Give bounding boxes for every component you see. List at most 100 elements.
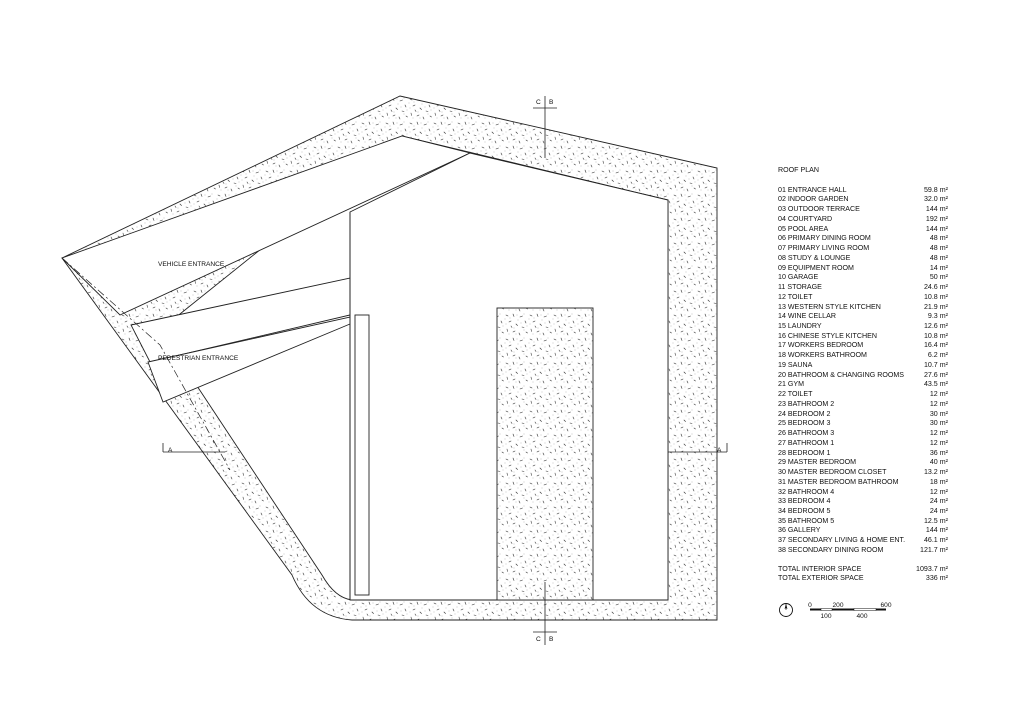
legend-row-name: 32 BATHROOM 4 <box>778 487 835 496</box>
legend-row-area: 6.2 m² <box>927 351 948 360</box>
scale-label-600: 600 <box>880 602 891 609</box>
legend-row-area: 24 m² <box>929 497 948 506</box>
legend-row-name: 23 BATHROOM 2 <box>778 399 835 408</box>
legend-row-name: 17 WORKERS BEDROOM <box>778 341 864 350</box>
legend-row-name: 11 STORAGE <box>778 283 822 292</box>
legend-row-area: 24 m² <box>929 506 948 515</box>
legend-row: 11 STORAGE 24.6 m² <box>778 283 948 293</box>
legend-row-name: 35 BATHROOM 5 <box>778 516 835 525</box>
legend-row-name: 13 WESTERN STYLE KITCHEN <box>778 302 881 311</box>
legend-row: 17 WORKERS BEDROOM 16.4 m² <box>778 341 948 351</box>
legend-row-area: 32.0 m² <box>923 195 948 204</box>
legend-row-name: 28 BEDROOM 1 <box>778 448 831 457</box>
legend-row: 31 MASTER BEDROOM BATHROOM 18 m² <box>778 478 948 488</box>
legend-row-area: 40 m² <box>929 458 948 467</box>
legend-row: 29 MASTER BEDROOM 40 m² <box>778 458 948 468</box>
legend-row-area: 192 m² <box>925 214 948 223</box>
legend-row-area: 1093.7 m² <box>916 564 948 573</box>
scale-and-north: 0 200 600 100 400 <box>779 602 892 620</box>
legend-row: 10 GARAGE 50 m² <box>778 273 948 283</box>
legend-row-area: 144 m² <box>925 205 948 214</box>
legend-row: 25 BEDROOM 3 30 m² <box>778 419 948 429</box>
legend-row: 06 PRIMARY DINING ROOM 48 m² <box>778 234 948 244</box>
legend-row: 04 COURTYARD 192 m² <box>778 215 948 225</box>
legend-row: 37 SECONDARY LIVING & HOME ENT.46.1 m² <box>778 536 948 546</box>
legend-row-name: 02 INDOOR GARDEN <box>778 195 849 204</box>
legend-row-name: 25 BEDROOM 3 <box>778 419 831 428</box>
legend-row: 32 BATHROOM 4 12 m² <box>778 488 948 498</box>
legend-row-name: 18 WORKERS BATHROOM <box>778 351 867 360</box>
legend-row: 12 TOILET 10.8 m² <box>778 293 948 303</box>
legend-row-area: 48 m² <box>929 253 948 262</box>
legend-title: ROOF PLAN <box>778 166 819 174</box>
legend-row-name: 16 CHINESE STYLE KITCHEN <box>778 331 877 340</box>
legend-row-area: 24.6 m² <box>923 283 948 292</box>
legend-row: 18 WORKERS BATHROOM 6.2 m² <box>778 351 948 361</box>
legend-row-area: 144 m² <box>925 224 948 233</box>
vehicle-entrance-label: VEHICLE ENTRANCE <box>158 261 225 268</box>
legend-row-name: 08 STUDY & LOUNGE <box>778 253 851 262</box>
north-arrow-icon <box>779 603 793 617</box>
legend-row-name: 04 COURTYARD <box>778 214 833 223</box>
legend-row: 15 LAUNDRY 12.6 m² <box>778 322 948 332</box>
legend-row-area: 121.7 m² <box>920 545 948 554</box>
section-a-left-label: A <box>168 447 173 454</box>
legend-row-area: 46.1 m² <box>923 536 948 545</box>
section-b-top-label: B <box>549 99 554 106</box>
legend-row-name: 06 PRIMARY DINING ROOM <box>778 234 871 243</box>
legend-row-name: 09 EQUIPMENT ROOM <box>778 263 854 272</box>
legend-row-area: 336 m² <box>925 574 948 583</box>
legend-row-area: 12 m² <box>929 438 948 447</box>
legend-row-area: 18 m² <box>929 477 948 486</box>
legend-row-area: 13.2 m² <box>923 468 948 477</box>
legend-row-area: 144 m² <box>925 526 948 535</box>
legend-row: TOTAL EXTERIOR SPACE 336 m² <box>778 574 948 584</box>
legend-row-area: 12.6 m² <box>923 322 948 331</box>
legend-row-area: 21.9 m² <box>923 302 948 311</box>
legend-row: 07 PRIMARY LIVING ROOM 48 m² <box>778 244 948 254</box>
legend-row-name: 12 TOILET <box>778 292 813 301</box>
legend-row-area: 48 m² <box>929 244 948 253</box>
legend-row-area: 30 m² <box>929 409 948 418</box>
courtyard-hatch <box>496 307 594 601</box>
scale-bar <box>810 608 886 611</box>
legend-row-area: 43.5 m² <box>923 380 948 389</box>
legend-row-name: 14 WINE CELLAR <box>778 312 836 321</box>
legend-row-area: 48 m² <box>929 234 948 243</box>
legend-row-name: TOTAL EXTERIOR SPACE <box>778 574 864 583</box>
section-b-bottom-label: B <box>549 636 554 643</box>
legend-row-name: 03 OUTDOOR TERRACE <box>778 205 860 214</box>
legend-row-name: 31 MASTER BEDROOM BATHROOM <box>778 477 899 486</box>
legend-row-area: 27.6 m² <box>923 370 948 379</box>
legend-row-area: 12 m² <box>929 487 948 496</box>
legend-row-area: 30 m² <box>929 419 948 428</box>
legend-row-name: 27 BATHROOM 1 <box>778 438 835 447</box>
legend-row-area: 9.3 m² <box>927 312 948 321</box>
legend-row-name: 10 GARAGE <box>778 273 819 282</box>
legend-row-area: 10.8 m² <box>923 292 948 301</box>
legend-row-area: 16.4 m² <box>923 341 948 350</box>
legend-row: 02 INDOOR GARDEN 32.0 m² <box>778 195 948 205</box>
legend-row-name: 29 MASTER BEDROOM <box>778 458 857 467</box>
legend-row: 03 OUTDOOR TERRACE 144 m² <box>778 205 948 215</box>
legend-row-area: 50 m² <box>929 273 948 282</box>
legend-row-name: 15 LAUNDRY <box>778 322 822 331</box>
legend-row-area: 12 m² <box>929 429 948 438</box>
legend-row-name: 07 PRIMARY LIVING ROOM <box>778 244 870 253</box>
